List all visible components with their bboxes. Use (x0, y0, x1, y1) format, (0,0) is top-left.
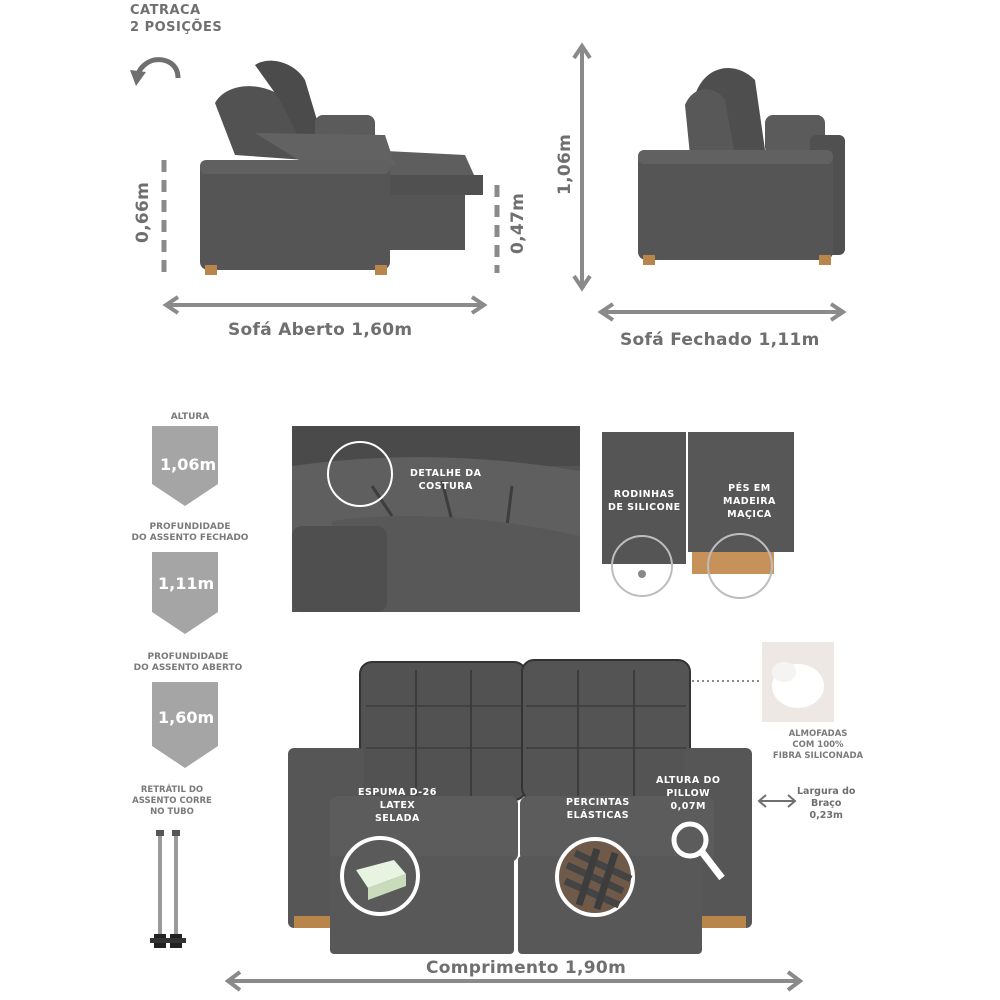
spec-badge-closed-depth (152, 552, 218, 634)
open-seat-height-label: 0,47m (508, 192, 528, 254)
wheels-label: RODINHAS DE SILICONE (608, 489, 681, 513)
closed-height-label: 1,06m (555, 133, 575, 195)
base-detail-photo (602, 432, 794, 599)
closed-width-label: Sofá Fechado 1,11m (620, 330, 820, 350)
open-height-label: 0,66m (133, 181, 153, 243)
spec-title-open-depth: PROFUNDIDADE DO ASSENTO ABERTO (133, 652, 243, 673)
spec-badge-height (152, 426, 218, 506)
foam-sample-circle (340, 836, 420, 916)
cushions-label: ALMOFADAS COM 100% FIBRA SILICONADA (772, 729, 864, 761)
cushion-dotted-line (692, 680, 762, 682)
spec-value-open-depth: 1,60m (158, 708, 215, 727)
retractable-label: RETRÁTIL DO ASSENTO CORRE NO TUBO (132, 785, 212, 817)
retractable-tube-icon (150, 830, 186, 948)
open-width-arrow (162, 295, 488, 315)
recline-label: CATRACA 2 POSIÇÕES (130, 2, 222, 36)
spec-badge-open-depth (152, 682, 218, 768)
closed-height-arrow (572, 42, 592, 292)
length-label: Comprimento 1,90m (420, 958, 633, 978)
open-sofa-side-illustration (200, 60, 483, 275)
rotate-arrow-icon (130, 57, 181, 86)
recline-label-line1: CATRACA (130, 3, 201, 18)
open-height-dashed-line (161, 160, 167, 272)
length-arrow (224, 970, 804, 992)
closed-width-arrow (597, 302, 847, 322)
feet-label: PÉS EM MADEIRA MAÇICA (723, 483, 776, 520)
closed-sofa-side-illustration (638, 68, 845, 265)
recline-label-line2: 2 POSIÇÕES (130, 20, 223, 35)
spec-title-height: ALTURA (170, 412, 210, 422)
stitching-detail-label: DETALHE DA COSTURA (410, 468, 482, 492)
arm-width-arrow (757, 794, 797, 808)
straps-sample-circle (555, 837, 635, 917)
open-seat-height-dashed-line (494, 185, 500, 273)
magnifier-icon (671, 821, 725, 881)
stitching-detail-photo (292, 426, 580, 612)
straps-label: PERCINTAS ELÁSTICAS (566, 797, 630, 821)
open-width-label: Sofá Aberto 1,60m (228, 320, 413, 340)
pillow-height-label: ALTURA DO PILLOW 0,07M (656, 775, 721, 812)
foam-label: ESPUMA D-26 LATEX SELADA (358, 787, 437, 824)
spec-value-height: 1,06m (160, 455, 217, 474)
spec-title-closed-depth: PROFUNDIDADE DO ASSENTO FECHADO (131, 522, 249, 543)
spec-value-closed-depth: 1,11m (158, 574, 215, 593)
arm-width-label: Largura do Braço 0,23m (797, 786, 856, 821)
fiber-sample-image (762, 642, 834, 722)
